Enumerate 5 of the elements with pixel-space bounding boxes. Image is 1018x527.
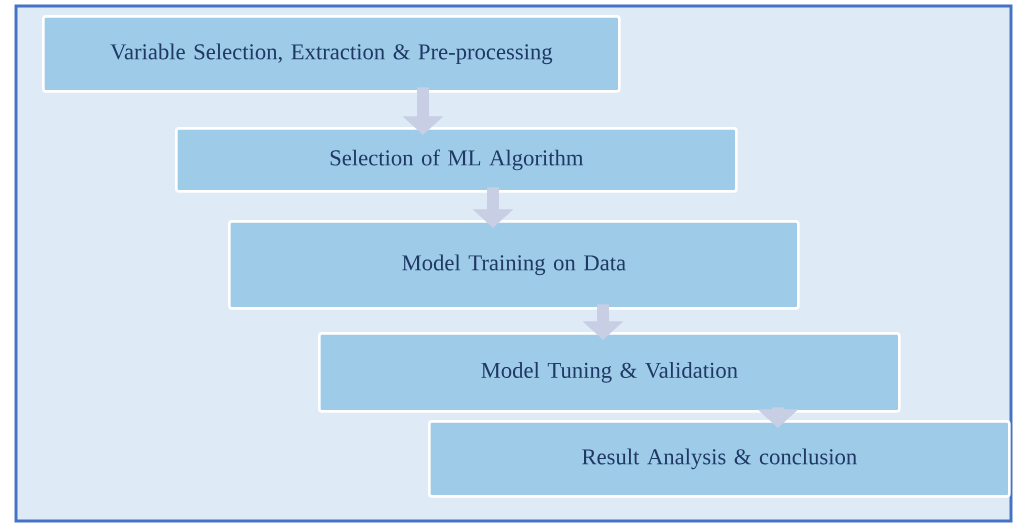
process-box: Model Tuning & Validation [318, 332, 901, 413]
process-box: Selection of ML Algorithm [175, 127, 738, 193]
process-box: Model Training on Data [228, 220, 800, 310]
process-box: Variable Selection, Extraction & Pre-processing [42, 15, 621, 93]
process-box: Result Analysis & conclusion [428, 420, 1011, 498]
